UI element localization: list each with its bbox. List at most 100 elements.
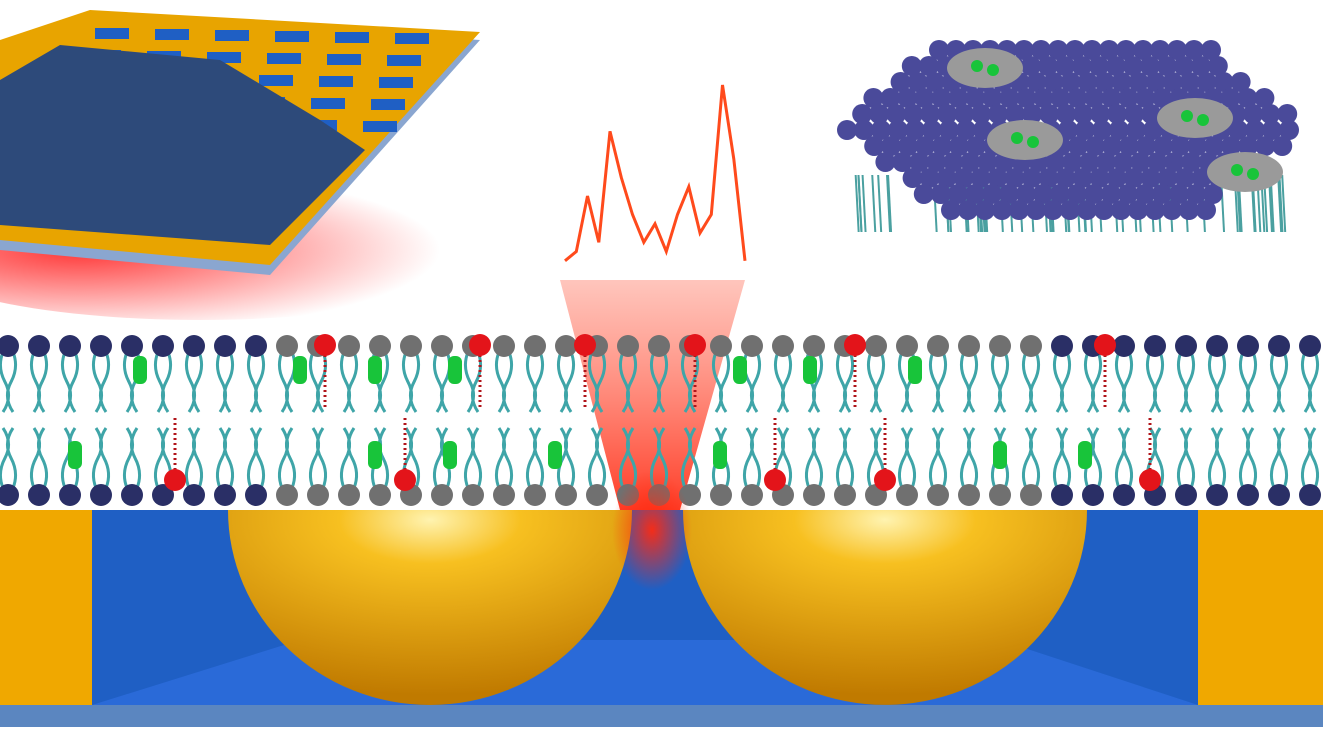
lipid-head-upper: [958, 335, 980, 357]
lipid-head-lower: [803, 484, 825, 506]
lipid-tail-upper: [1302, 352, 1317, 412]
lipid-tail-lower: [527, 428, 542, 488]
cholesterol-molecule: [993, 441, 1007, 469]
lipid-head-upper: [1113, 335, 1135, 357]
raft-domain: [1157, 98, 1233, 138]
lipid-tail-upper: [496, 352, 511, 412]
lipid-head-upper: [121, 335, 143, 357]
lipid-tail-upper: [775, 352, 790, 412]
lipid-tail-upper: [1085, 352, 1100, 412]
lipid-head-lower: [90, 484, 112, 506]
lipid-head-upper: [1020, 335, 1042, 357]
lipid-tail-upper: [1271, 352, 1286, 412]
lipid-head-lower: [586, 484, 608, 506]
lipid-head-lower: [1113, 484, 1135, 506]
lipid-tail-lower: [1240, 428, 1255, 488]
hotspot-glow: [612, 470, 692, 590]
lipid-head-lower: [1175, 484, 1197, 506]
lipid-tail-lower: [899, 428, 914, 488]
lipid-head-upper: [710, 335, 732, 357]
lipid-tail-lower: [1054, 428, 1069, 488]
raft-cholesterol: [1181, 110, 1193, 122]
gold-block-right: [1198, 510, 1323, 705]
lipid-tail-upper: [155, 352, 170, 412]
lipid-head-lower: [0, 484, 19, 506]
red-probe-head: [684, 334, 706, 356]
raft-cholesterol: [1231, 164, 1243, 176]
lipid-head-upper: [927, 335, 949, 357]
lipid-raft-patch: [837, 40, 1299, 232]
lipid-head-upper: [1144, 335, 1166, 357]
lipid-tail-upper: [0, 352, 15, 412]
cholesterol-molecule: [1078, 441, 1092, 469]
lipid-head-upper: [648, 335, 670, 357]
red-probe-head: [874, 469, 896, 491]
lipid-tail-lower: [186, 428, 201, 488]
lipid-tail-lower: [496, 428, 511, 488]
lipid-tail-upper: [992, 352, 1007, 412]
chip-well: [363, 121, 397, 132]
lipid-head-lower: [462, 484, 484, 506]
chip-well: [267, 53, 301, 64]
lipid-head-upper: [896, 335, 918, 357]
lipid-tail-lower: [465, 428, 480, 488]
lipid-tail-upper: [527, 352, 542, 412]
chip-well: [379, 77, 413, 88]
lipid-tail-lower: [310, 428, 325, 488]
lipid-head-lower: [1051, 484, 1073, 506]
lipid-head-lower: [183, 484, 205, 506]
raft-cholesterol: [1197, 114, 1209, 126]
lipid-tail-upper: [465, 352, 480, 412]
lipid-head-upper: [152, 335, 174, 357]
lipid-tail-lower: [1302, 428, 1317, 488]
lipid-head-upper: [1299, 335, 1321, 357]
cholesterol-molecule: [548, 441, 562, 469]
raft-cholesterol: [1011, 132, 1023, 144]
raft-cholesterol: [1247, 168, 1259, 180]
red-probe-head: [574, 334, 596, 356]
cholesterol-molecule: [368, 441, 382, 469]
lipid-head-upper: [1051, 335, 1073, 357]
lipid-head-lower: [1299, 484, 1321, 506]
lipid-tail-upper: [1054, 352, 1069, 412]
lipid-head-lower: [710, 484, 732, 506]
chip-well: [215, 30, 249, 41]
lipid-head-lower: [927, 484, 949, 506]
chip-well: [275, 31, 309, 42]
raft-cholesterol: [971, 60, 983, 72]
chip-array: [0, 10, 500, 320]
lipid-head-lower: [245, 484, 267, 506]
lipid-tail-upper: [868, 352, 883, 412]
gold-block-left: [0, 510, 92, 705]
raft-tail: [863, 175, 866, 232]
lipid-head-lower: [524, 484, 546, 506]
lipid-tail-upper: [930, 352, 945, 412]
lipid-tail-lower: [1023, 428, 1038, 488]
raft-tail: [878, 175, 881, 232]
lipid-tail-upper: [403, 352, 418, 412]
lipid-tail-upper: [434, 352, 449, 412]
lipid-head-upper: [524, 335, 546, 357]
cholesterol-molecule: [713, 441, 727, 469]
lipid-tail-upper: [558, 352, 573, 412]
lipid-head-upper: [1175, 335, 1197, 357]
base-layer: [0, 705, 1323, 727]
cholesterol-molecule: [293, 356, 307, 384]
lipid-head-upper: [555, 335, 577, 357]
lipid-head-lower: [834, 484, 856, 506]
raman-spectrum: [565, 85, 745, 261]
chip-well: [95, 28, 129, 39]
lipid-head-lower: [741, 484, 763, 506]
lipid-tail-upper: [1147, 352, 1162, 412]
lipid-tail-lower: [0, 428, 15, 488]
lipid-tail-upper: [186, 352, 201, 412]
cholesterol-molecule: [803, 356, 817, 384]
lipid-tail-lower: [1116, 428, 1131, 488]
lipid-head-upper: [431, 335, 453, 357]
lipid-tail-lower: [124, 428, 139, 488]
lipid-head-upper: [245, 335, 267, 357]
raft-tail: [872, 175, 875, 232]
red-probe-head: [844, 334, 866, 356]
lipid-tail-lower: [248, 428, 263, 488]
